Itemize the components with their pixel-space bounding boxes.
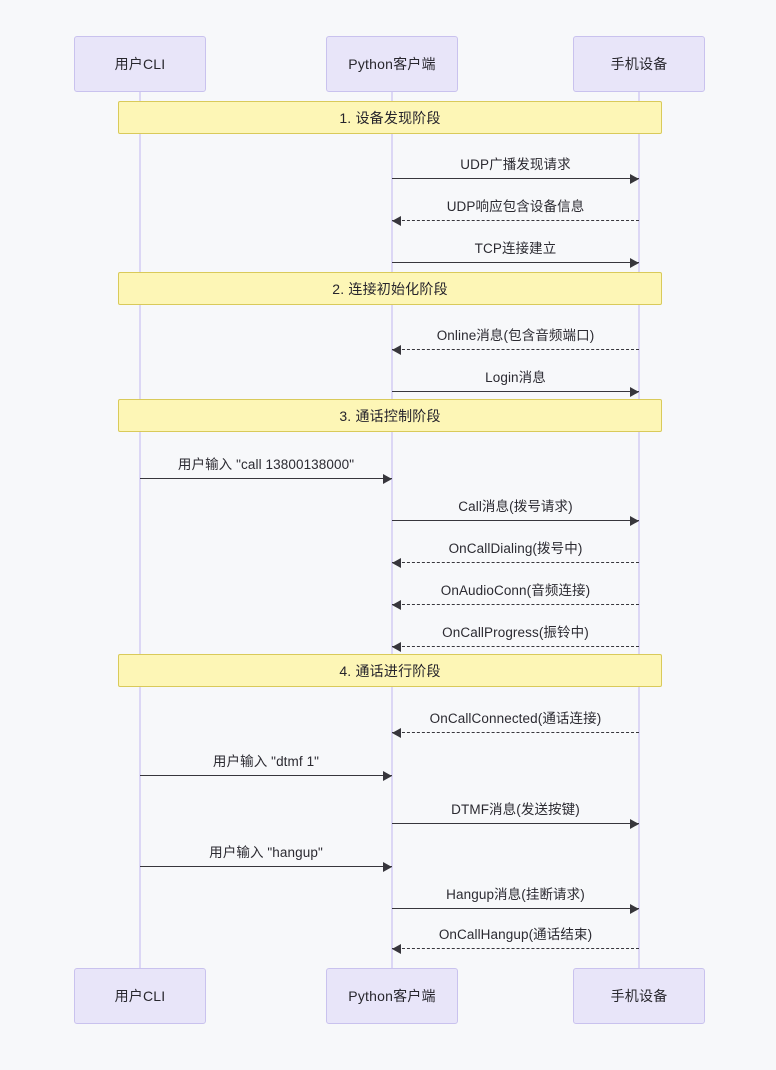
message-arrowhead-m9 — [392, 600, 401, 610]
message-label-m14: 用户输入 "hangup" — [209, 845, 323, 860]
message-arrowhead-m4 — [392, 345, 401, 355]
message-arrowhead-m2 — [392, 216, 401, 226]
message-label-m12: 用户输入 "dtmf 1" — [212, 754, 320, 769]
message-label-m10: OnCallProgress(振铃中) — [442, 625, 589, 640]
message-label-m15: Hangup消息(挂断请求) — [446, 887, 585, 902]
message-arrowhead-m14 — [383, 862, 392, 872]
message-label-m1: UDP广播发现请求 — [460, 157, 571, 172]
message-label-m3: TCP连接建立 — [474, 241, 557, 256]
participant-label: Python客户端 — [348, 988, 436, 1004]
participant-bottom-client[interactable]: Python客户端 — [326, 968, 458, 1024]
message-label-m16: OnCallHangup(通话结束) — [438, 927, 593, 942]
message-line-m14 — [140, 866, 392, 867]
message-label-m7: Call消息(拨号请求) — [458, 499, 573, 514]
message-arrowhead-m7 — [630, 516, 639, 526]
participant-label: 手机设备 — [610, 988, 668, 1004]
note-phase2: 2. 连接初始化阶段 — [118, 272, 662, 305]
message-line-m5 — [392, 391, 639, 392]
message-arrowhead-m12 — [383, 771, 392, 781]
participant-label: 手机设备 — [610, 56, 668, 72]
lifeline-client — [391, 92, 393, 968]
lifeline-phone — [638, 92, 640, 968]
message-arrowhead-m13 — [630, 819, 639, 829]
message-line-m8 — [392, 562, 639, 563]
message-arrowhead-m10 — [392, 642, 401, 652]
message-line-m13 — [392, 823, 639, 824]
note-label: 2. 连接初始化阶段 — [332, 280, 448, 297]
message-line-m11 — [392, 732, 639, 733]
message-label-m5: Login消息 — [485, 370, 546, 385]
note-phase1: 1. 设备发现阶段 — [118, 101, 662, 134]
message-label-m8: OnCallDialing(拨号中) — [448, 541, 583, 556]
message-line-m7 — [392, 520, 639, 521]
message-arrowhead-m3 — [630, 258, 639, 268]
message-arrowhead-m5 — [630, 387, 639, 397]
note-label: 4. 通话进行阶段 — [339, 662, 441, 679]
participant-bottom-cli[interactable]: 用户CLI — [74, 968, 206, 1024]
participant-top-cli[interactable]: 用户CLI — [74, 36, 206, 92]
message-arrowhead-m1 — [630, 174, 639, 184]
message-line-m6 — [140, 478, 392, 479]
participant-top-phone[interactable]: 手机设备 — [573, 36, 705, 92]
note-phase4: 4. 通话进行阶段 — [118, 654, 662, 687]
note-phase3: 3. 通话控制阶段 — [118, 399, 662, 432]
message-line-m12 — [140, 775, 392, 776]
note-label: 3. 通话控制阶段 — [339, 407, 441, 424]
message-line-m2 — [392, 220, 639, 221]
message-line-m16 — [392, 948, 639, 949]
message-label-m9: OnAudioConn(音频连接) — [440, 583, 591, 598]
message-label-m2: UDP响应包含设备信息 — [446, 199, 585, 214]
participant-label: Python客户端 — [348, 56, 436, 72]
message-arrowhead-m16 — [392, 944, 401, 954]
message-arrowhead-m11 — [392, 728, 401, 738]
message-line-m15 — [392, 908, 639, 909]
message-line-m4 — [392, 349, 639, 350]
message-arrowhead-m8 — [392, 558, 401, 568]
participant-top-client[interactable]: Python客户端 — [326, 36, 458, 92]
message-line-m10 — [392, 646, 639, 647]
participant-label: 用户CLI — [114, 988, 166, 1004]
message-arrowhead-m6 — [383, 474, 392, 484]
message-line-m3 — [392, 262, 639, 263]
message-label-m4: Online消息(包含音频端口) — [436, 328, 595, 343]
message-line-m1 — [392, 178, 639, 179]
message-line-m9 — [392, 604, 639, 605]
lifeline-cli — [139, 92, 141, 968]
participant-label: 用户CLI — [114, 56, 166, 72]
note-label: 1. 设备发现阶段 — [339, 109, 441, 126]
message-label-m11: OnCallConnected(通话连接) — [429, 711, 602, 726]
message-arrowhead-m15 — [630, 904, 639, 914]
participant-bottom-phone[interactable]: 手机设备 — [573, 968, 705, 1024]
message-label-m13: DTMF消息(发送按键) — [451, 802, 580, 817]
message-label-m6: 用户输入 "call 13800138000" — [177, 457, 355, 472]
